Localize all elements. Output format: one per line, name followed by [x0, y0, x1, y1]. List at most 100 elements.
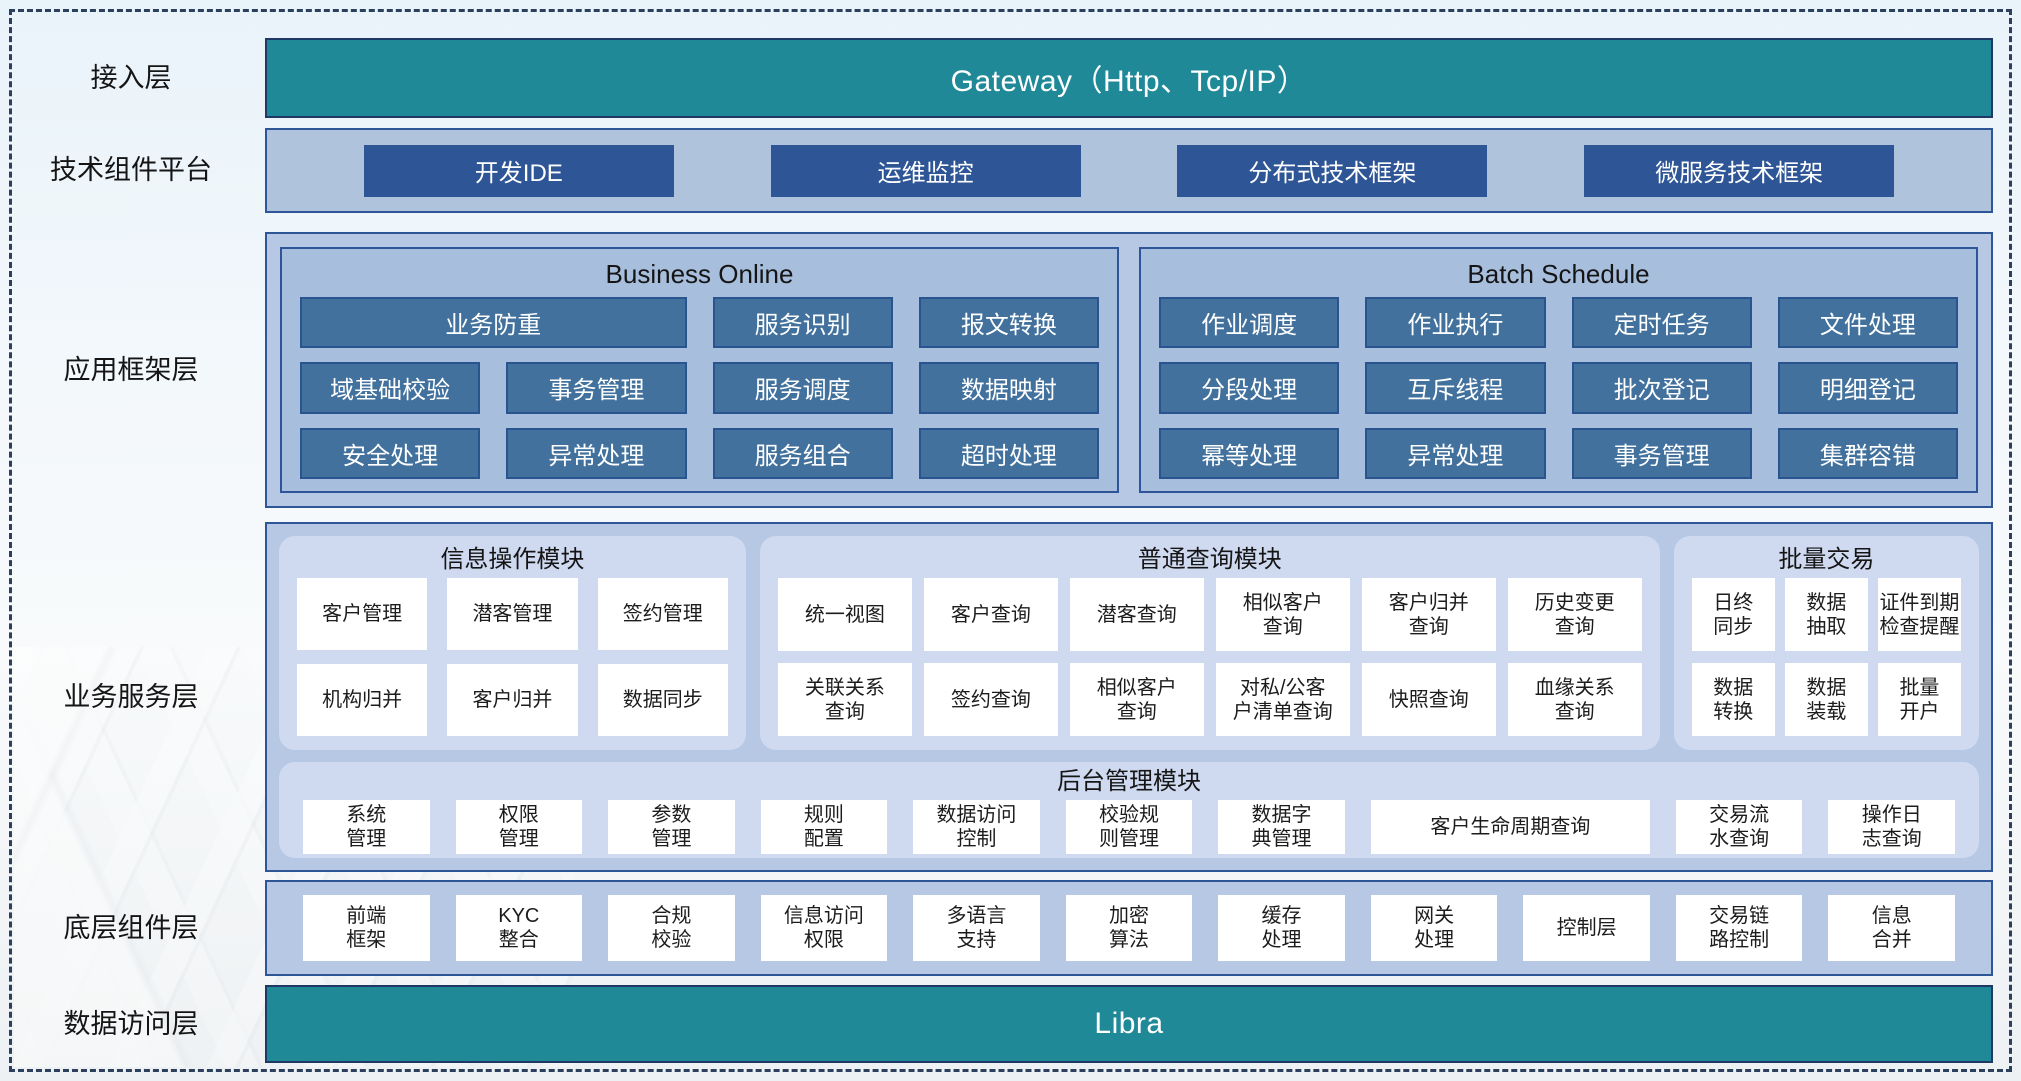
libra-bar: Libra	[265, 985, 1993, 1063]
business-online-item: 超时处理	[918, 427, 1099, 479]
business-online-item: 报文转换	[918, 297, 1099, 349]
info-operation-module-panel: 信息操作模块 客户管理潜客管理签约管理机构归并客户归并数据同步	[279, 536, 746, 750]
admin-module-panel: 后台管理模块 系统 管理权限 管理参数 管理规则 配置数据访问 控制校验规 则管…	[279, 762, 1979, 858]
info-operation-item: 数据同步	[597, 664, 728, 736]
common-query-item: 签约查询	[923, 663, 1058, 736]
admin-module-item: 交易流 水查询	[1675, 800, 1803, 854]
info-operation-item: 客户管理	[297, 578, 428, 650]
layer-label-access: 接入层	[90, 63, 172, 93]
layer-label-tech-platform: 技术组件平台	[50, 155, 212, 185]
batch-trade-item: 批量 开户	[1877, 663, 1961, 736]
batch-trade-item: 数据 抽取	[1784, 578, 1868, 651]
info-operation-module-title: 信息操作模块	[440, 546, 585, 573]
bottom-component-item: 缓存 处理	[1218, 895, 1345, 961]
bottom-component-item: 控制层	[1523, 895, 1650, 961]
business-online-item: 域基础校验	[300, 362, 481, 414]
batch-trade-item: 日终 同步	[1691, 578, 1775, 651]
batch-schedule-item: 作业调度	[1159, 297, 1340, 349]
common-query-item: 潜客查询	[1069, 578, 1204, 651]
bottom-component-item: 前端 框架	[303, 895, 430, 961]
info-operation-item: 机构归并	[297, 664, 428, 736]
business-online-item: 服务组合	[712, 427, 893, 479]
batch-schedule-item: 分段处理	[1159, 362, 1340, 414]
tech-platform-item: 运维监控	[770, 144, 1081, 197]
batch-schedule-title: Batch Schedule	[1467, 259, 1650, 289]
common-query-item: 历史变更 查询	[1507, 578, 1642, 651]
admin-module-grid: 系统 管理权限 管理参数 管理规则 配置数据访问 控制校验规 则管理数据字 典管…	[303, 800, 1955, 854]
common-query-item: 血缘关系 查询	[1507, 663, 1642, 736]
business-online-item: 安全处理	[300, 427, 481, 479]
info-operation-item: 客户归并	[447, 664, 578, 736]
batch-schedule-panel: Batch Schedule 作业调度作业执行定时任务文件处理分段处理互斥线程批…	[1139, 247, 1978, 493]
batch-schedule-item: 幂等处理	[1159, 427, 1340, 479]
common-query-item: 客户归并 查询	[1361, 578, 1496, 651]
bottom-component-item: 加密 算法	[1065, 895, 1193, 961]
common-query-item: 对私/公客 户清单查询	[1215, 663, 1350, 736]
business-online-item: 业务防重	[300, 297, 687, 349]
common-query-grid: 统一视图客户查询潜客查询相似客户 查询客户归并 查询历史变更 查询关联关系 查询…	[777, 578, 1642, 736]
admin-module-item: 数据字 典管理	[1218, 800, 1345, 854]
batch-schedule-item: 事务管理	[1571, 427, 1752, 479]
batch-trade-item: 数据 转换	[1691, 663, 1775, 736]
batch-schedule-item: 互斥线程	[1365, 362, 1546, 414]
admin-module-item: 校验规 则管理	[1065, 800, 1193, 854]
batch-schedule-item: 集群容错	[1777, 427, 1958, 479]
layer-label-bottom-components: 底层组件层	[63, 913, 199, 943]
bottom-component-item: 网关 处理	[1370, 895, 1498, 961]
bottom-component-item: 多语言 支持	[913, 895, 1040, 961]
common-query-item: 相似客户 查询	[1069, 663, 1204, 736]
libra-bar-label: Libra	[1094, 1007, 1164, 1040]
batch-trade-title: 批量交易	[1778, 546, 1875, 573]
tech-platform-container: 开发IDE 运维监控 分布式技术框架 微服务技术框架	[265, 128, 1993, 213]
bottom-components-container: 前端 框架 KYC 整合合规 校验信息访问 权限多语言 支持加密 算法缓存 处理网…	[265, 880, 1993, 976]
business-online-item: 事务管理	[506, 362, 687, 414]
batch-schedule-item: 作业执行	[1365, 297, 1546, 349]
tech-platform-item: 微服务技术框架	[1584, 144, 1895, 197]
common-query-item: 关联关系 查询	[777, 663, 912, 736]
bottom-component-item: 交易链 路控制	[1675, 895, 1803, 961]
tech-platform-item: 分布式技术框架	[1177, 144, 1488, 197]
batch-schedule-item: 定时任务	[1571, 297, 1752, 349]
batch-trade-item: 数据 装载	[1784, 663, 1868, 736]
info-operation-grid: 客户管理潜客管理签约管理机构归并客户归并数据同步	[297, 578, 728, 736]
common-query-module-panel: 普通查询模块 统一视图客户查询潜客查询相似客户 查询客户归并 查询历史变更 查询…	[759, 536, 1660, 750]
admin-module-item: 操作日 志查询	[1828, 800, 1955, 854]
batch-schedule-item: 文件处理	[1777, 297, 1958, 349]
info-operation-item: 签约管理	[597, 578, 728, 650]
batch-trade-panel: 批量交易 日终 同步数据 抽取证件到期 检查提醒数据 转换数据 装载批量 开户	[1673, 536, 1979, 750]
business-online-title: Business Online	[605, 259, 794, 289]
gateway-bar: Gateway（Http、Tcp/IP）	[265, 38, 1993, 118]
bottom-component-item: 信息访问 权限	[760, 895, 888, 961]
business-online-item: 数据映射	[918, 362, 1099, 414]
common-query-module-title: 普通查询模块	[1137, 546, 1282, 573]
bottom-component-item: KYC 整合	[455, 895, 583, 961]
layer-label-app-framework: 应用框架层	[63, 355, 199, 385]
business-service-container: 信息操作模块 客户管理潜客管理签约管理机构归并客户归并数据同步 普通查询模块 统…	[265, 522, 1993, 872]
admin-module-item: 客户生命周期查询	[1370, 800, 1650, 854]
business-online-grid: 业务防重服务识别报文转换域基础校验事务管理服务调度数据映射安全处理异常处理服务组…	[300, 297, 1099, 479]
admin-module-item: 规则 配置	[760, 800, 888, 854]
business-service-top-row: 信息操作模块 客户管理潜客管理签约管理机构归并客户归并数据同步 普通查询模块 统…	[279, 536, 1979, 750]
bottom-component-item: 合规 校验	[608, 895, 735, 961]
bottom-component-item: 信息 合并	[1828, 895, 1955, 961]
tech-platform-item: 开发IDE	[363, 144, 674, 197]
layer-label-data-access: 数据访问层	[63, 1009, 199, 1039]
common-query-item: 相似客户 查询	[1215, 578, 1350, 651]
layer-label-business-service: 业务服务层	[63, 682, 199, 712]
common-query-item: 快照查询	[1361, 663, 1496, 736]
common-query-item: 客户查询	[923, 578, 1058, 651]
admin-module-title: 后台管理模块	[1057, 768, 1201, 795]
common-query-item: 统一视图	[777, 578, 912, 651]
business-online-item: 服务调度	[712, 362, 893, 414]
app-framework-container: Business Online 业务防重服务识别报文转换域基础校验事务管理服务调…	[265, 232, 1993, 508]
batch-schedule-item: 批次登记	[1571, 362, 1752, 414]
business-online-panel: Business Online 业务防重服务识别报文转换域基础校验事务管理服务调…	[280, 247, 1119, 493]
business-online-item: 异常处理	[506, 427, 687, 479]
batch-schedule-grid: 作业调度作业执行定时任务文件处理分段处理互斥线程批次登记明细登记幂等处理异常处理…	[1159, 297, 1958, 479]
batch-schedule-item: 明细登记	[1777, 362, 1958, 414]
batch-trade-item: 证件到期 检查提醒	[1877, 578, 1961, 651]
admin-module-item: 权限 管理	[455, 800, 583, 854]
batch-trade-grid: 日终 同步数据 抽取证件到期 检查提醒数据 转换数据 装载批量 开户	[1691, 578, 1961, 736]
admin-module-item: 参数 管理	[608, 800, 735, 854]
